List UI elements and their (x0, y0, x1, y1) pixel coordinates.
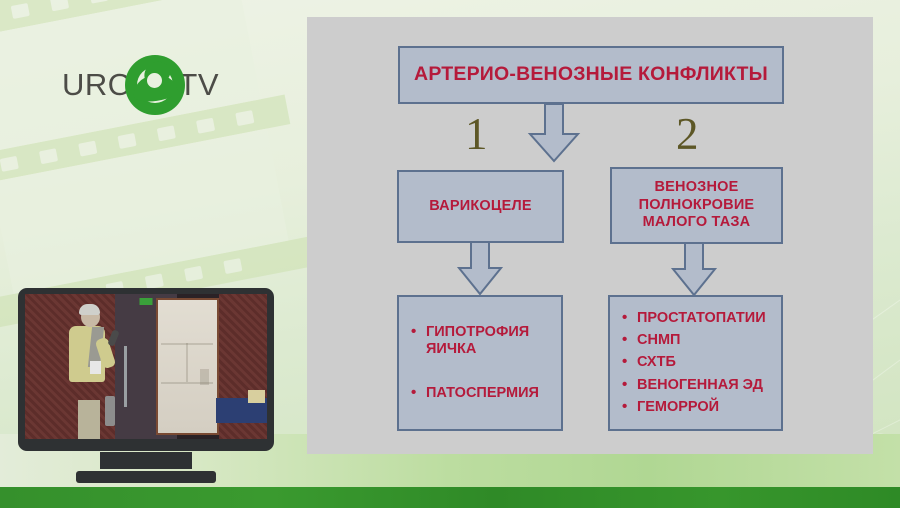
slide-panel: АРТЕРИО-ВЕНОЗНЫЕ КОНФЛИКТЫ 1 2 ВАРИКОЦЕЛ… (307, 17, 873, 454)
video-monitor[interactable] (18, 288, 274, 483)
scene-pole (124, 346, 128, 408)
branch-number-2: 2 (676, 109, 699, 159)
arrow-branch-2 (667, 243, 721, 298)
list-item: ГЕМОРРОЙ (622, 398, 781, 416)
green-footer-bar (0, 487, 900, 508)
filmstrip-decoration (0, 0, 318, 329)
scene-door (155, 298, 219, 435)
speaker-badge (90, 360, 102, 374)
diagram-title-box: АРТЕРИО-ВЕНОЗНЫЕ КОНФЛИКТЫ (398, 46, 784, 104)
scene-table-item (247, 389, 265, 403)
logo-text-prefix: URO (62, 67, 133, 102)
list-item: ПРОСТАТОПАТИИ (622, 308, 781, 326)
list-item: ВЕНОГЕННАЯ ЭД (622, 376, 781, 394)
monitor-stand-base (76, 471, 216, 483)
speaker-legs (78, 399, 101, 439)
diagram-title-text: АРТЕРИО-ВЕНОЗНЫЕ КОНФЛИКТЫ (414, 63, 768, 86)
logo-text-suffix: TV (178, 67, 220, 102)
branch-1-heading-box: ВАРИКОЦЕЛЕ (397, 170, 564, 243)
list-item: СХТБ (622, 353, 781, 371)
arrow-branch-1 (453, 242, 507, 297)
list-item: ПАТОСПЕРМИЯ (411, 384, 561, 402)
branch-1-heading-text: ВАРИКОЦЕЛЕ (429, 197, 532, 214)
scene-bin (104, 395, 115, 426)
uro-tv-logo[interactable]: URO TV (62, 55, 219, 115)
branch-2-outcomes-box: ПРОСТАТОПАТИИ СНМП СХТБ ВЕНОГЕННАЯ ЭД ГЕ… (608, 295, 783, 431)
monitor-bezel (18, 288, 274, 451)
arrow-title-to-branches (523, 104, 585, 164)
list-item: СНМП (622, 331, 781, 349)
speaker-hair (79, 304, 101, 316)
monitor-stand-neck (100, 452, 192, 469)
exit-sign-icon (139, 298, 153, 306)
video-screen[interactable] (25, 294, 267, 439)
branch-2-outcomes-list: ПРОСТАТОПАТИИ СНМП СХТБ ВЕНОГЕННАЯ ЭД ГЕ… (610, 308, 781, 416)
branch-number-1: 1 (465, 109, 488, 159)
leaf-circle-icon (125, 55, 186, 115)
